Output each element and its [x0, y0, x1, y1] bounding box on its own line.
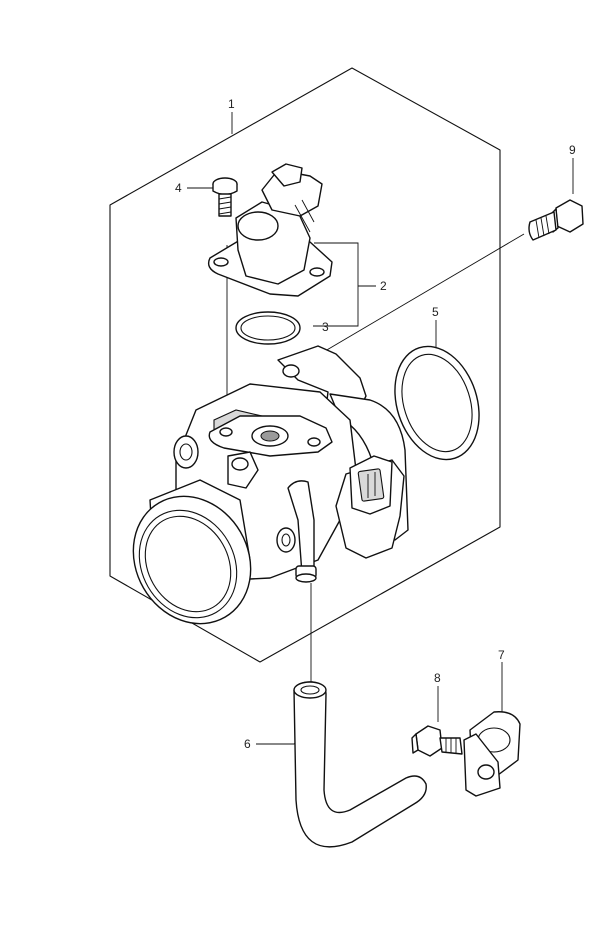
- part-6-hose: [293, 681, 427, 848]
- callout-5: 5: [432, 305, 439, 319]
- callout-7: 7: [498, 648, 505, 662]
- part-3-o-ring: [235, 311, 301, 345]
- callout-8: 8: [434, 671, 441, 685]
- callout-6: 6: [244, 737, 251, 751]
- part-4-screw: [212, 177, 238, 217]
- part-9-bolt: [528, 199, 584, 241]
- assembly-frame: [109, 67, 501, 663]
- callout-4: 4: [175, 181, 182, 195]
- part-5-o-ring: [394, 345, 480, 461]
- callout-9: 9: [569, 143, 576, 157]
- throttle-body: [132, 345, 409, 625]
- callout-3: 3: [322, 320, 329, 334]
- part-8-bolt: [411, 725, 463, 757]
- callout-2: 2: [380, 279, 387, 293]
- part-7-clamp: [463, 711, 521, 797]
- callout-labels: 1 2 3 4 5 6 7 8 9: [175, 97, 576, 751]
- part-2-sensor: [207, 163, 333, 297]
- callout-1: 1: [228, 97, 235, 111]
- leader-lines: [187, 112, 574, 745]
